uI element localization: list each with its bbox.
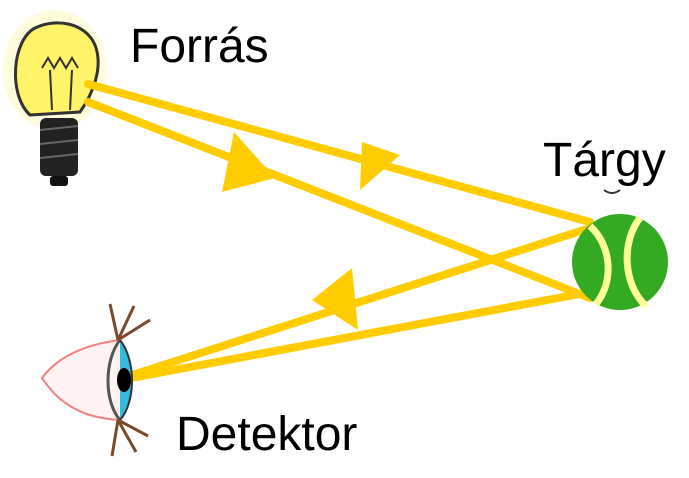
reflected-ray-upper	[122, 224, 594, 381]
tennis-ball-icon	[572, 189, 668, 310]
detector-label: Detektor	[176, 408, 357, 461]
reflected-ray-lower	[122, 288, 594, 383]
source-label: Forrás	[130, 20, 269, 73]
arrow-incident-lower-icon	[222, 132, 275, 192]
light-bulb-icon	[3, 10, 107, 186]
object-label: Tárgy	[543, 134, 666, 187]
incident-ray-lower	[84, 98, 594, 302]
arrow-reflected-upper-icon	[312, 268, 358, 330]
ray-direction-arrows	[222, 132, 400, 330]
arrow-incident-upper-icon	[360, 142, 400, 190]
eye-icon	[40, 303, 151, 457]
incident-ray-upper	[84, 80, 594, 226]
light-rays	[84, 80, 594, 383]
